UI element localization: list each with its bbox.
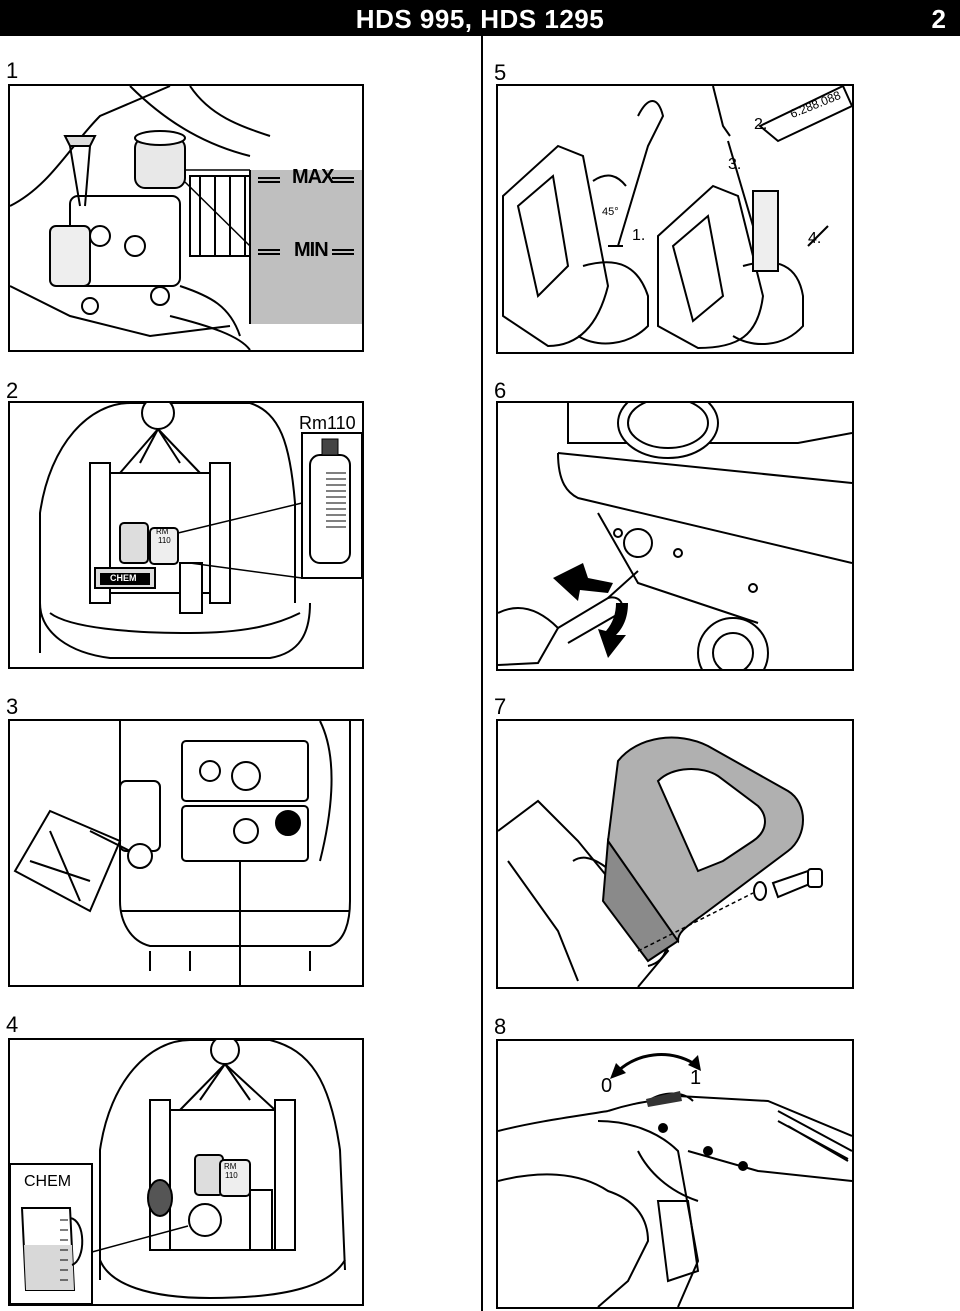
cap-label-rm: RM bbox=[224, 1162, 237, 1171]
float-tank-illustration bbox=[502, 86, 852, 350]
document-title: HDS 995, HDS 1295 bbox=[355, 4, 605, 34]
page-number: 2 bbox=[931, 4, 946, 34]
figure-number-7: 7 bbox=[494, 694, 507, 719]
figure-number-1: 1 bbox=[6, 58, 19, 83]
min-label: MIN bbox=[294, 239, 329, 261]
figure-number-5: 5 bbox=[494, 60, 507, 85]
cap-label-110: 110 bbox=[225, 1171, 238, 1180]
fuel-filling-illustration bbox=[13, 721, 351, 985]
page-header: HDS 995, HDS 1295 2 bbox=[0, 0, 960, 36]
figure-4-fill-detergent: CHEM RM 110 bbox=[8, 1038, 364, 1306]
cap-label-rm: RM bbox=[156, 527, 169, 536]
max-label: MAX bbox=[292, 166, 334, 188]
figure-3-fill-fuel bbox=[8, 719, 364, 987]
machine-top-illustration bbox=[39, 403, 362, 659]
figure-number-3: 3 bbox=[6, 694, 19, 719]
column-divider bbox=[481, 36, 483, 1311]
chem-label: CHEM bbox=[24, 1173, 72, 1190]
figure-1-pump-oil-level: MAX MIN bbox=[8, 84, 364, 352]
figure-8-trigger-gun-safety: 0 1 bbox=[496, 1039, 854, 1309]
chem-label: CHEM bbox=[110, 573, 137, 583]
handle-mount-illustration bbox=[498, 736, 823, 987]
figure-2-softener-reservoir: Rm110 RM 110 CHEM bbox=[8, 401, 364, 669]
hose-connection-illustration bbox=[498, 403, 852, 669]
figure-number-8: 8 bbox=[494, 1014, 507, 1039]
figure-7-handle-mount bbox=[496, 719, 854, 989]
step-3-label: 3. bbox=[728, 156, 742, 173]
figure-number-4: 4 bbox=[6, 1012, 19, 1037]
cap-label-110: 110 bbox=[158, 536, 171, 545]
pump-illustration bbox=[10, 86, 362, 350]
safety-position-1-label: 1 bbox=[690, 1067, 702, 1089]
figure-number-2: 2 bbox=[6, 378, 19, 403]
safety-position-0-label: 0 bbox=[601, 1075, 613, 1097]
step-4-label: 4. bbox=[808, 230, 822, 247]
product-label-rm110: Rm110 bbox=[299, 413, 356, 433]
trigger-gun-illustration bbox=[498, 1053, 852, 1307]
step-1-label: 1. bbox=[632, 227, 646, 244]
detergent-filling-illustration bbox=[10, 1040, 346, 1304]
angle-label-45: 45° bbox=[602, 206, 619, 218]
step-2-label: 2. bbox=[754, 116, 768, 133]
figure-5-float-tank: 45° 1. 2. 3. 4. 6.288.088 bbox=[496, 84, 854, 354]
figure-6-hose-connection bbox=[496, 401, 854, 671]
figure-number-6: 6 bbox=[494, 378, 507, 403]
